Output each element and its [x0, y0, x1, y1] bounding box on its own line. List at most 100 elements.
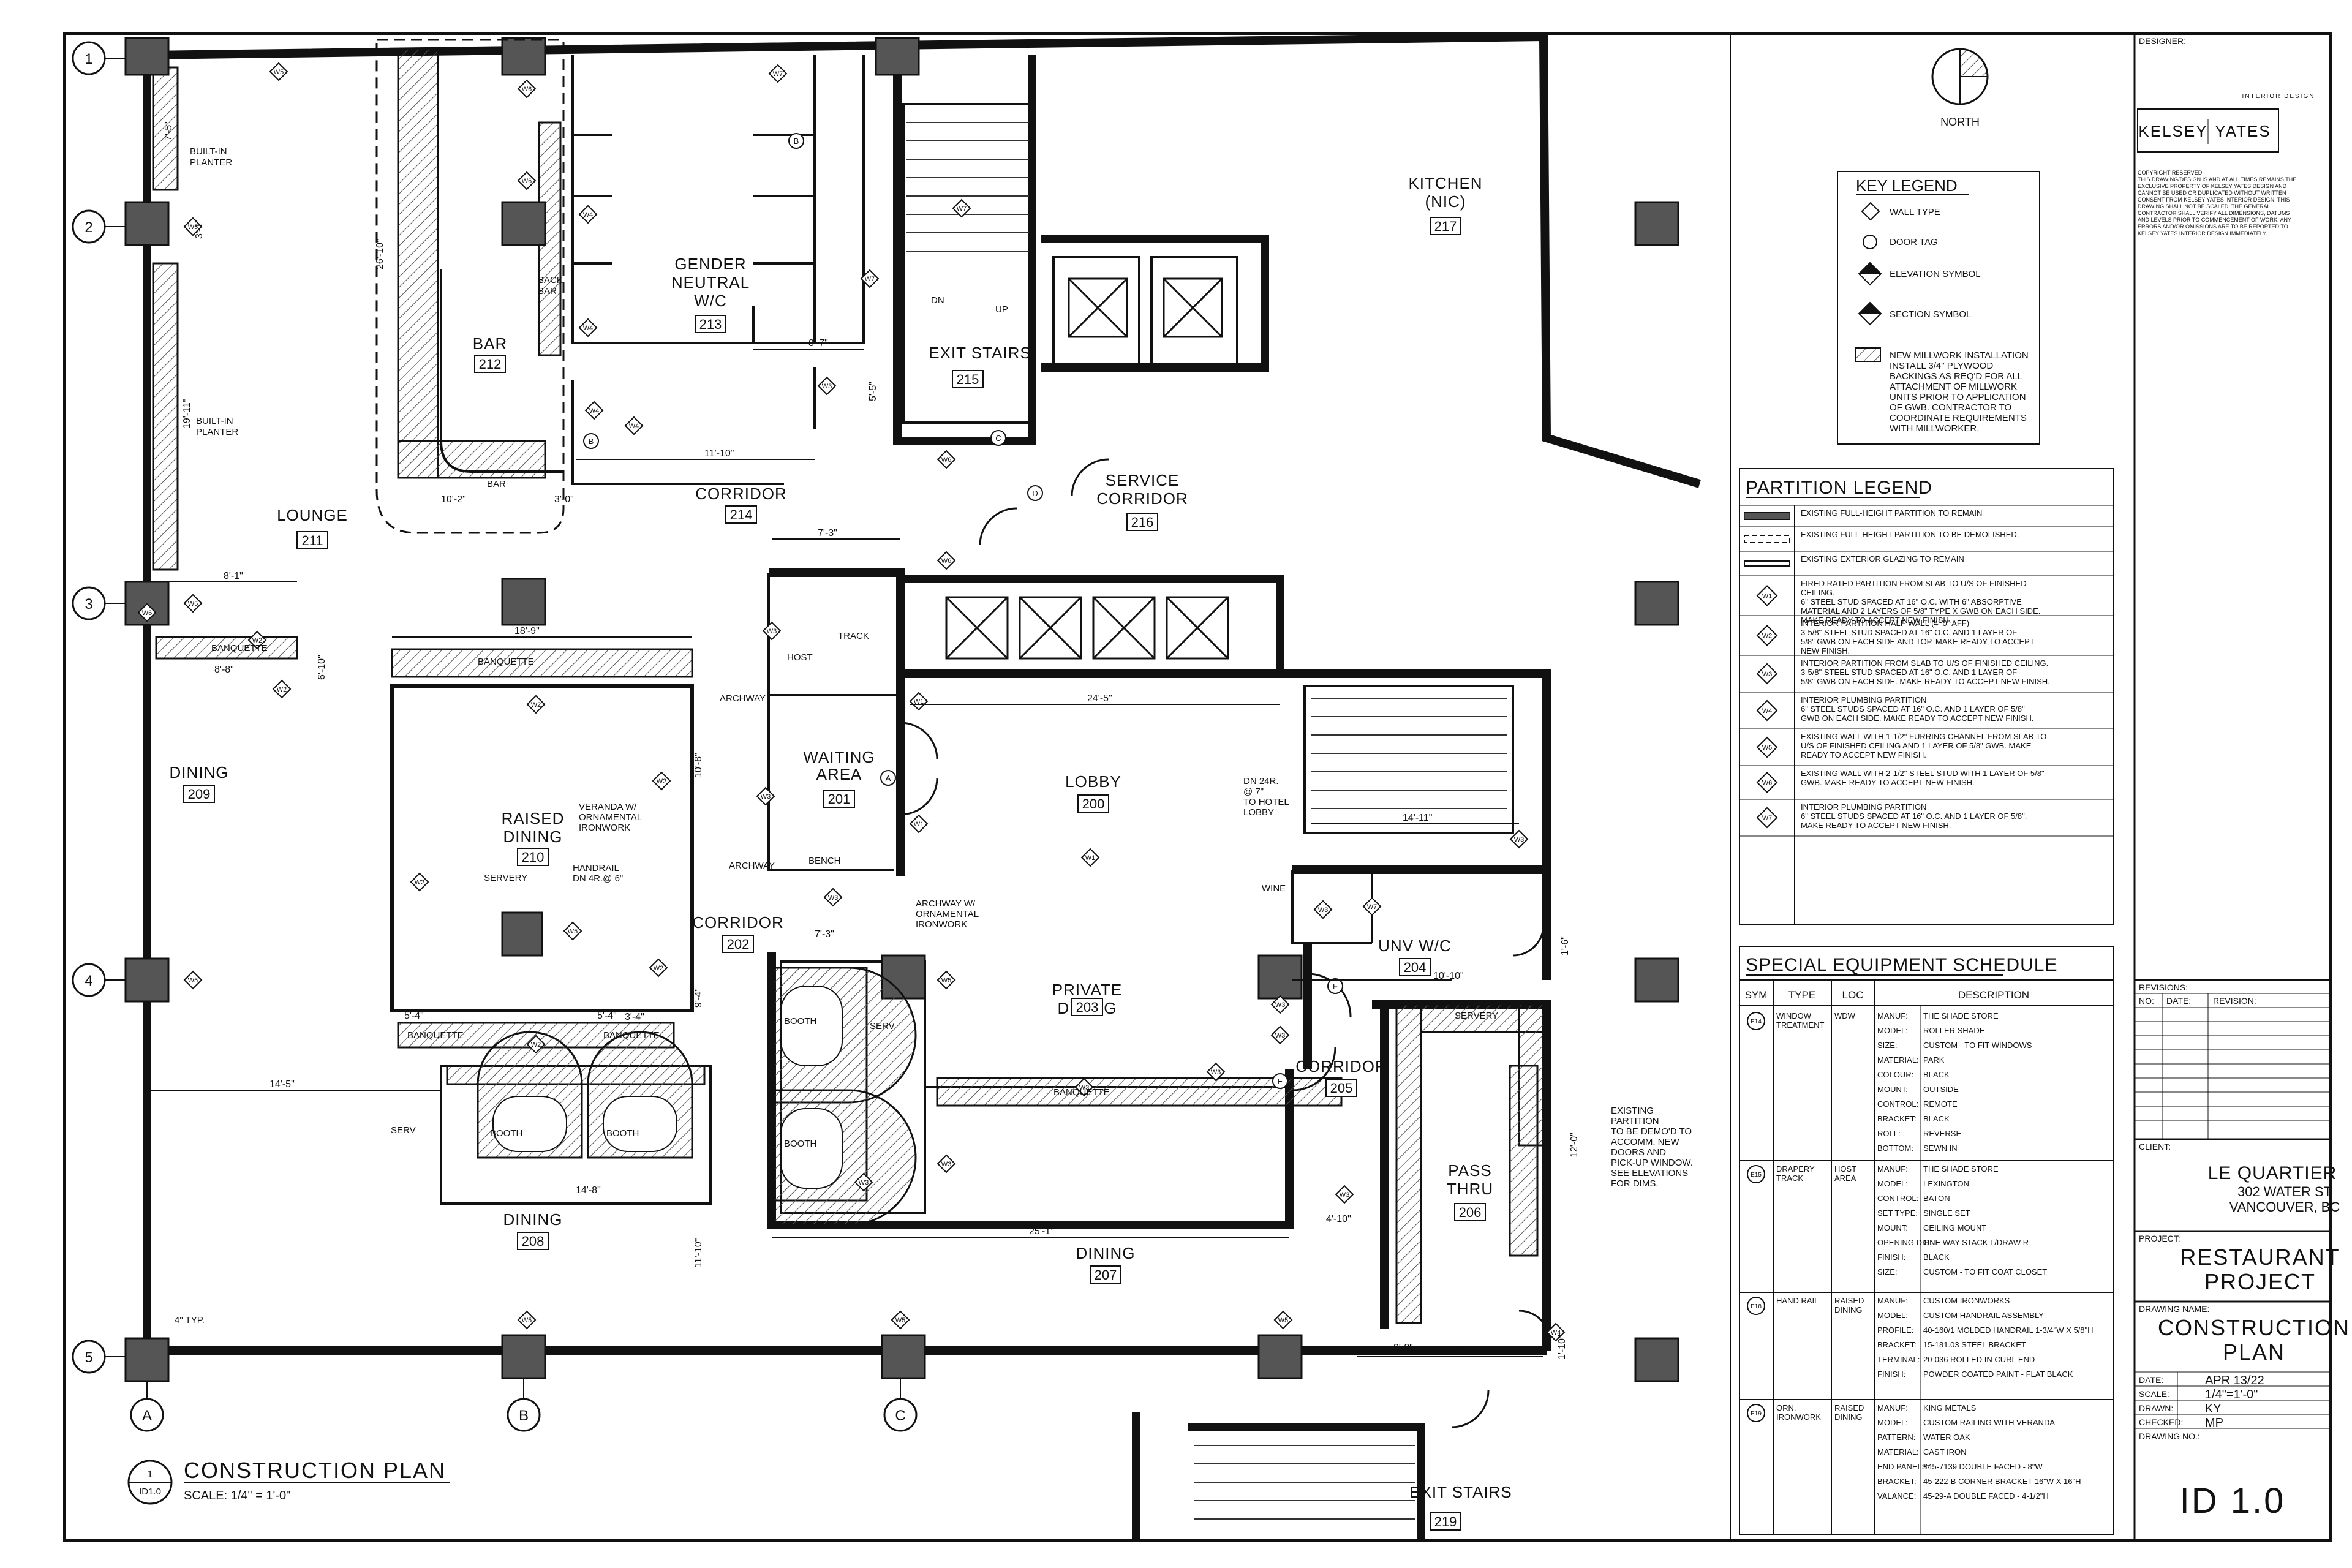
equip-field: FINISH: [1877, 1370, 1905, 1379]
copyright-line: CONTRACTOR SHALL VERIFY ALL DIMENSIONS, … [2138, 210, 2290, 216]
dimension-label: 3'-1" [194, 219, 205, 239]
partition-desc-line: EXISTING FULL-HEIGHT PARTITION TO REMAIN [1801, 508, 1982, 518]
room-name-kitchen: KITCHEN [1408, 174, 1482, 192]
room-name-private-dining: PRIVATE [1052, 981, 1122, 999]
wall-tag-label: W3 [767, 628, 777, 635]
wall-tag: W6 [517, 79, 537, 99]
partition-tag: W2 [1762, 633, 1773, 640]
wall-tag-label: W5 [188, 224, 198, 231]
grid-col-a: A [142, 1408, 152, 1424]
note-to-lobby-4: LOBBY [1243, 807, 1274, 818]
wall-tag-label: W2 [654, 965, 664, 972]
door-tag-label: B [589, 437, 594, 446]
wall-tag: W5 [517, 1310, 537, 1330]
tb-date-value: APR 13/22 [2205, 1374, 2264, 1387]
note-to-lobby: DN 24R. [1243, 776, 1279, 786]
wall-tag: W6 [937, 450, 956, 469]
wall-tag: W3 [1074, 1077, 1094, 1097]
wall-tag: W6 [937, 551, 956, 570]
partition-desc-line: EXISTING FULL-HEIGHT PARTITION TO BE DEM… [1801, 530, 2019, 539]
wall-tag-label: W2 [531, 1041, 541, 1049]
wall-tag: W5 [937, 970, 956, 990]
dimension-label: 10'-2" [441, 494, 466, 505]
room-name-corridor-205: CORRIDOR [1295, 1057, 1387, 1076]
grid-row-5: 5 [85, 1349, 92, 1366]
wall-tag-label: W3 [1275, 1001, 1286, 1009]
bar-counter [440, 270, 564, 473]
note-planter-1b: PLANTER [190, 157, 232, 168]
equip-field: ROLL: [1877, 1129, 1901, 1138]
equip-field: VALANCE: [1877, 1491, 1916, 1501]
partition-desc-line: GWB. MAKE READY TO ACCEPT NEW FINISH. [1801, 778, 1975, 787]
equip-loc: AREA [1834, 1174, 1856, 1183]
equip-field: MANUF: [1877, 1403, 1908, 1412]
equip-field: BOTTOM: [1877, 1144, 1913, 1153]
note-veranda-3: IRONWORK [579, 823, 630, 833]
room-num-bar: 212 [479, 356, 502, 372]
grid-row-4: 4 [85, 973, 92, 989]
dimension-label: 4'-5" [1354, 1346, 1373, 1356]
room-name-bar: BAR [473, 334, 507, 353]
wall-tag: W2 [247, 630, 267, 650]
equip-value: PARK [1923, 1055, 1945, 1065]
door-tag-label: F [1333, 982, 1338, 991]
north-label: NORTH [1940, 116, 1980, 128]
note-bar-counter: BAR [487, 479, 506, 489]
note-bench: BENCH [809, 856, 841, 866]
partition-desc-line: U/S OF FINISHED CEILING AND 1 LAYER OF 5… [1801, 741, 2032, 750]
equip-field: SIZE: [1877, 1041, 1898, 1050]
note-archway-iron-3: IRONWORK [916, 919, 967, 930]
wall-tag: W4 [1546, 1322, 1566, 1342]
door-tag: D [1027, 485, 1043, 501]
wall-tag: W7 [860, 269, 880, 288]
room-name-wc-2: NEUTRAL [671, 273, 750, 292]
note-veranda: VERANDA W/ [579, 802, 637, 812]
note-planter-2: BUILT-IN [196, 416, 233, 426]
wall-tag: W3 [1509, 829, 1529, 849]
wall-tag: W4 [624, 416, 644, 435]
note-archway-iron-2: ORNAMENTAL [916, 909, 979, 919]
partition-tag: W1 [1762, 593, 1773, 600]
north-arrow: NORTH [1931, 48, 1989, 128]
room-name-exit-stairs-219: EXIT STAIRS [1409, 1483, 1512, 1501]
note-host: HOST [787, 652, 813, 663]
room-num-wc: 213 [699, 317, 722, 332]
equip-field: COLOUR: [1877, 1070, 1913, 1079]
room-num-exit-stairs-219: 219 [1434, 1514, 1457, 1529]
wall-tag-label: W5 [895, 1317, 906, 1324]
dimension-label: 1'-10" [1557, 1335, 1567, 1360]
wall-tag-label: W1 [914, 821, 924, 828]
equip-field: MODEL: [1877, 1026, 1908, 1035]
wall-tag-label: W4 [583, 211, 594, 219]
room-num-raised-dining: 210 [522, 850, 545, 865]
equip-col-sym: SYM [1745, 989, 1768, 1001]
room-name-service-corridor-2: CORRIDOR [1096, 489, 1188, 508]
equip-type: ORN. [1776, 1403, 1796, 1412]
note-serv-1: SERV [391, 1125, 416, 1136]
partition-desc-line: INTERIOR PLUMBING PARTITION [1801, 802, 1926, 812]
bar-dashed-outline [375, 39, 565, 534]
tb-checked-value: MP [2205, 1416, 2223, 1430]
room-name-exit-stairs-215: EXIT STAIRS [929, 344, 1031, 362]
dimension-label: 14'-5" [270, 1079, 295, 1090]
note-handrail-2: DN 4R.@ 6" [573, 873, 623, 884]
tb-firm-right: YATES [2215, 122, 2271, 140]
tb-drawn-label: DRAWN: [2139, 1403, 2173, 1413]
wall-tag-label: W5 [274, 69, 284, 76]
equip-value: CUSTOM RAILING WITH VERANDA [1923, 1418, 2055, 1427]
plan-title: 1 ID1.0 CONSTRUCTION PLAN SCALE: 1/4" = … [127, 1458, 450, 1505]
partition-desc-line: 3-5/8" STEEL STUD SPACED AT 16" O.C. AND… [1801, 668, 2017, 677]
partition-desc-line: EXISTING WALL WITH 2-1/2" STEEL STUD WIT… [1801, 769, 2045, 778]
tb-client-name: LE QUARTIER [2208, 1163, 2337, 1183]
partition-desc-line: MAKE READY TO ACCEPT NEW FINISH. [1801, 616, 1951, 625]
equip-value: CAST IRON [1923, 1447, 1967, 1457]
dimension-label: 4'-10" [1326, 1214, 1351, 1224]
equip-field: MANUF: [1877, 1296, 1908, 1305]
wall-tag-label: W6 [142, 609, 153, 617]
equip-value: THE SHADE STORE [1923, 1164, 1999, 1174]
door-tag: F [1327, 978, 1343, 994]
equip-field: BRACKET: [1877, 1477, 1917, 1486]
note-booth-3: BOOTH [784, 1016, 816, 1027]
room-num-service-corridor: 216 [1131, 514, 1154, 530]
wall-tag: W5 [891, 1310, 910, 1330]
